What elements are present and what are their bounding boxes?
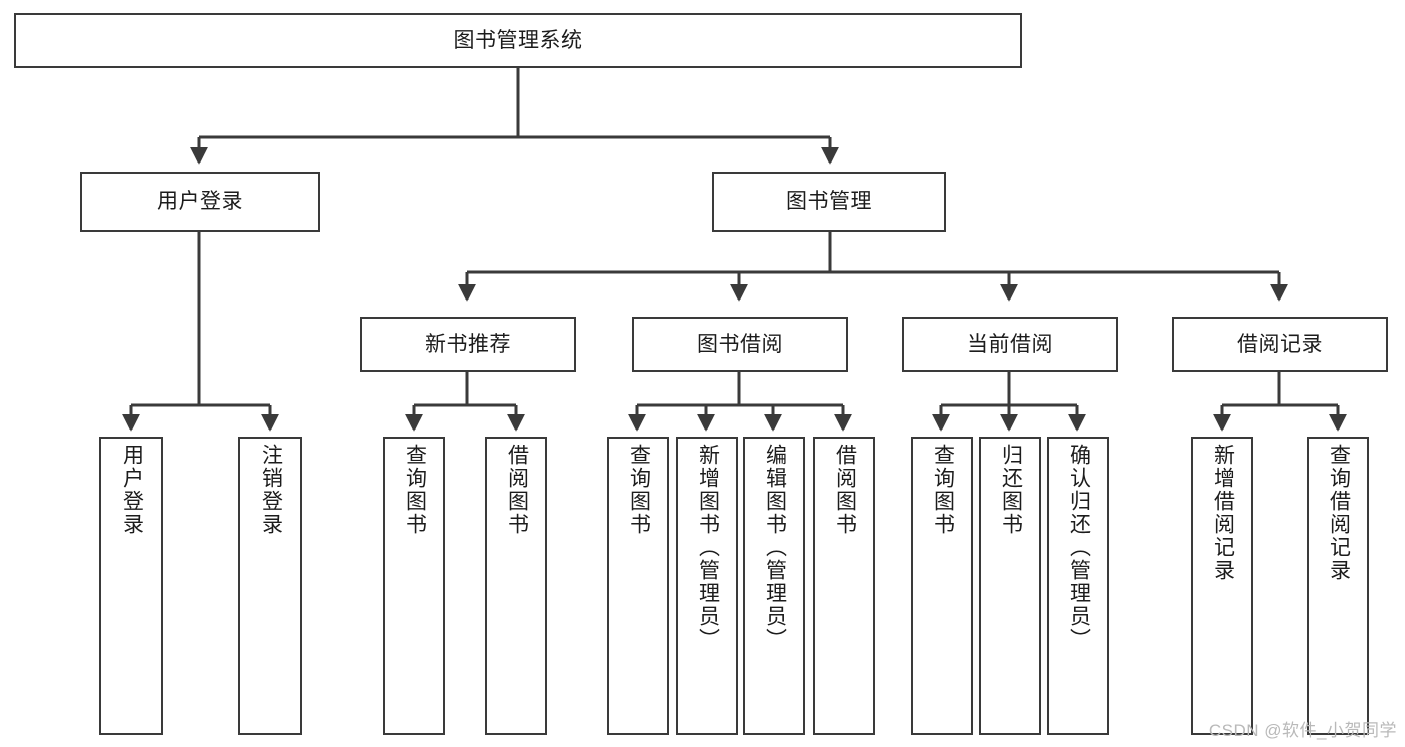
leaf-borrow-book-1[interactable]: 借阅图书: [485, 437, 547, 735]
leaf-edit-book[interactable]: 编辑图书（管理员）: [743, 437, 805, 735]
node-user-login-label: 用户登录: [157, 190, 243, 214]
node-current-borrow-label: 当前借阅: [967, 332, 1053, 356]
node-borrow-record-label: 借阅记录: [1237, 332, 1323, 356]
leaf-query-book-1[interactable]: 查询图书: [383, 437, 445, 735]
leaf-query-book-3[interactable]: 查询图书: [911, 437, 973, 735]
node-root[interactable]: 图书管理系统: [14, 13, 1022, 68]
leaf-confirm-return-label: 确认归还（管理员）: [1067, 444, 1091, 651]
leaf-confirm-return[interactable]: 确认归还（管理员）: [1047, 437, 1109, 735]
leaf-borrow-book-1-label: 借阅图书: [505, 444, 529, 536]
node-book-manage[interactable]: 图书管理: [712, 172, 946, 232]
node-book-borrow-label: 图书借阅: [697, 332, 783, 356]
leaf-return-book-label: 归还图书: [999, 444, 1023, 536]
leaf-logout[interactable]: 注销登录: [238, 437, 302, 735]
node-user-login[interactable]: 用户登录: [80, 172, 320, 232]
leaf-query-book-2-label: 查询图书: [627, 444, 651, 536]
leaf-borrow-book-2[interactable]: 借阅图书: [813, 437, 875, 735]
leaf-logout-label: 注销登录: [259, 444, 283, 536]
leaf-user-login-label: 用户登录: [120, 444, 144, 536]
node-new-book-recommend[interactable]: 新书推荐: [360, 317, 576, 372]
node-book-manage-label: 图书管理: [786, 190, 872, 214]
node-book-borrow[interactable]: 图书借阅: [632, 317, 848, 372]
leaf-query-book-1-label: 查询图书: [403, 444, 427, 536]
leaf-add-book[interactable]: 新增图书（管理员）: [676, 437, 738, 735]
leaf-query-book-2[interactable]: 查询图书: [607, 437, 669, 735]
leaf-add-book-label: 新增图书（管理员）: [696, 444, 720, 651]
leaf-user-login[interactable]: 用户登录: [99, 437, 163, 735]
leaf-query-record[interactable]: 查询借阅记录: [1307, 437, 1369, 735]
node-current-borrow[interactable]: 当前借阅: [902, 317, 1118, 372]
leaf-return-book[interactable]: 归还图书: [979, 437, 1041, 735]
leaf-query-book-3-label: 查询图书: [931, 444, 955, 536]
leaf-add-record[interactable]: 新增借阅记录: [1191, 437, 1253, 735]
csdn-watermark: CSDN @软件_小贺同学: [1208, 721, 1397, 740]
leaf-edit-book-label: 编辑图书（管理员）: [763, 444, 787, 651]
leaf-borrow-book-2-label: 借阅图书: [833, 444, 857, 536]
node-root-label: 图书管理系统: [453, 28, 583, 52]
leaf-query-record-label: 查询借阅记录: [1327, 444, 1351, 582]
leaf-add-record-label: 新增借阅记录: [1211, 444, 1235, 582]
node-new-book-recommend-label: 新书推荐: [425, 332, 511, 356]
node-borrow-record[interactable]: 借阅记录: [1172, 317, 1388, 372]
